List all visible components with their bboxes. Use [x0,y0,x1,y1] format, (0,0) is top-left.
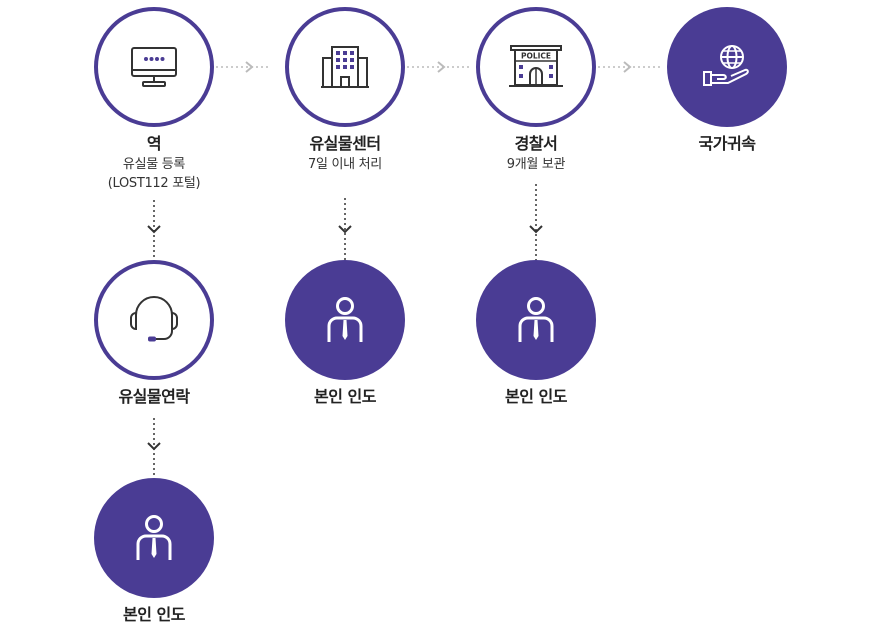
step-center-label: 유실물센터 7일 이내 처리 [255,133,435,174]
monitor-icon [129,45,179,89]
step-station-circle [94,7,214,127]
flow-arrow-down [147,418,161,478]
step-title: 본인 인도 [505,387,567,406]
step-description: 유실물 등록 [122,157,186,172]
building-icon [320,44,370,90]
globe-hand-icon [701,44,753,90]
handover-label: 본인 인도 [255,386,435,408]
step-description: (LOST112 포털) [107,176,201,191]
police-sign-text: POLICE [521,52,551,61]
handover-label: 본인 인도 [446,386,626,408]
step-national-label: 국가귀속 [637,133,817,155]
step-title: 본인 인도 [123,605,185,624]
flow-arrow-right [407,60,473,74]
step-title: 본인 인도 [314,387,376,406]
handover-circle [285,260,405,380]
step-title: 국가귀속 [698,134,756,153]
step-description: 7일 이내 처리 [308,157,382,172]
police-station-icon: POLICE [508,44,564,90]
person-icon [325,296,365,344]
contact-circle [94,260,214,380]
step-police-label: 경찰서 9개월 보관 [446,133,626,174]
headset-icon [127,295,181,345]
step-center-circle [285,7,405,127]
step-police-circle: POLICE [476,7,596,127]
person-icon [134,514,174,562]
handover-label: 본인 인도 [64,604,244,626]
flow-arrow-down [338,198,352,260]
flow-arrow-right [598,60,664,74]
flow-arrow-down [147,200,161,260]
handover-circle [94,478,214,598]
step-title: 유실물센터 [309,134,381,153]
flow-arrow-down [529,184,543,260]
step-national-circle [667,7,787,127]
step-station-label: 역 유실물 등록 (LOST112 포털) [64,133,244,193]
flow-arrow-right [216,60,282,74]
step-title: 경찰서 [514,134,558,153]
handover-circle [476,260,596,380]
step-description: 9개월 보관 [506,157,566,172]
contact-label: 유실물연락 [64,386,244,408]
person-icon [516,296,556,344]
step-title: 유실물연락 [118,387,190,406]
step-title: 역 [146,134,162,153]
